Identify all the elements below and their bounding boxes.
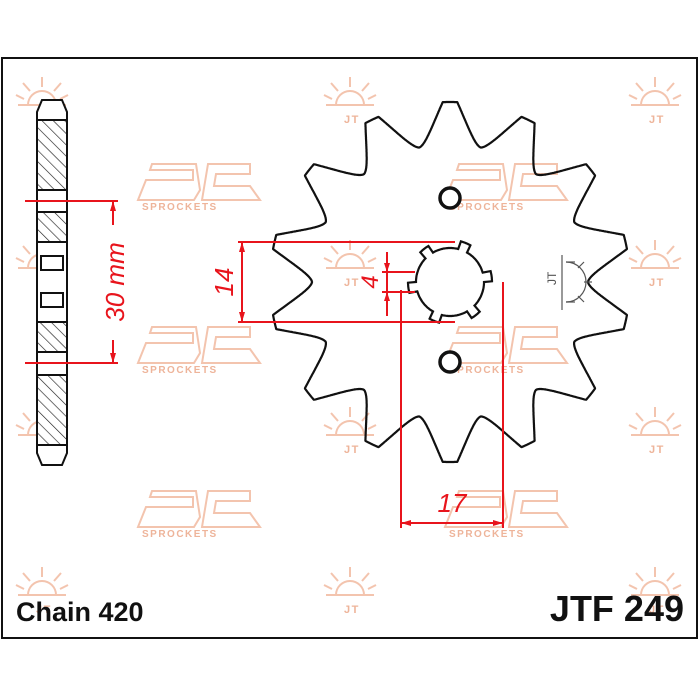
watermark-text: SPROCKETS bbox=[449, 202, 525, 213]
chain-size-label: Chain 420 bbox=[16, 597, 144, 627]
dimension-14: 14 bbox=[209, 241, 455, 323]
watermark-text: SPROCKETS bbox=[449, 529, 525, 540]
watermark-text: SPROCKETS bbox=[142, 365, 218, 376]
watermark-text: SPROCKETS bbox=[142, 529, 218, 540]
bolt-hole-top bbox=[438, 186, 462, 210]
dimension-label-4: 4 bbox=[357, 275, 384, 288]
watermark-text: SPROCKETS bbox=[449, 365, 525, 376]
dimension-label-30mm: 30 mm bbox=[100, 242, 130, 321]
sprocket-outline bbox=[272, 100, 628, 464]
part-number-label: JTF 249 bbox=[550, 588, 684, 629]
jt-logo-mark: JT bbox=[545, 255, 592, 310]
watermark-layer: SPROCKETS SPROCKETS SPROCKETS SPROCKETS … bbox=[15, 76, 682, 617]
frame-border bbox=[1, 57, 698, 639]
spline-hole bbox=[406, 240, 494, 324]
dimension-label-14: 14 bbox=[209, 268, 239, 297]
dimension-30mm: 30 mm bbox=[25, 200, 130, 364]
side-view bbox=[36, 99, 68, 466]
bolt-hole-bottom bbox=[438, 350, 462, 374]
svg-text:JT: JT bbox=[545, 271, 559, 285]
watermark-text: SPROCKETS bbox=[142, 202, 218, 213]
dimension-4: 4 bbox=[357, 252, 415, 316]
dimension-17: 17 bbox=[400, 282, 504, 528]
dimension-label-17: 17 bbox=[438, 488, 468, 518]
